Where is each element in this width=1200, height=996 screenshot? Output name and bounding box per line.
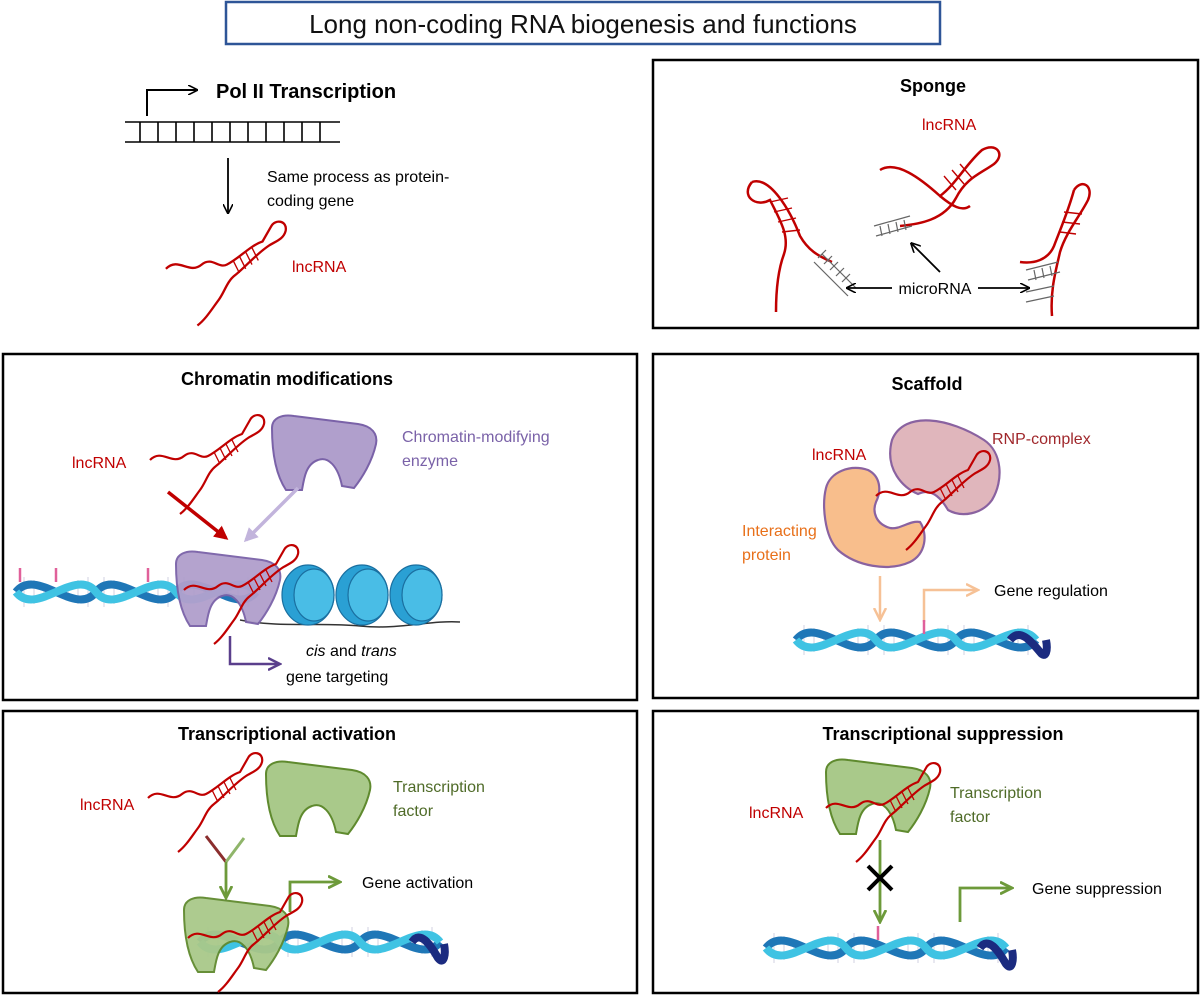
suppression-tf-line1: Transcription	[950, 785, 1042, 802]
scaffold-panel: Scaffold lncRNA RNP-complex Interacting …	[651, 352, 1200, 700]
sponge-box	[651, 58, 1200, 330]
chromatin-panel: Chromatin modifications lncRNA Chromatin…	[1, 352, 639, 702]
scaffold-rna-label: lncRNA	[812, 447, 867, 464]
biogenesis-note-line1: Same process as protein-	[267, 169, 449, 186]
microrna-ladder-icon	[813, 215, 1061, 303]
lncrna-icon	[164, 220, 287, 327]
scaffold-dna-end-icon	[1006, 631, 1051, 659]
sponge-rna-center-icon	[879, 146, 1001, 228]
suppression-dna-end-icon	[976, 939, 1017, 971]
chromatin-enzyme-arrow-icon	[243, 486, 300, 543]
sponge-rna-right-icon	[1019, 182, 1091, 317]
sponge-rna-label: lncRNA	[922, 117, 977, 134]
suppression-heading: Transcriptional suppression	[822, 724, 1063, 744]
rnp-complex-icon	[889, 419, 1001, 516]
page-title: Long non-coding RNA biogenesis and funct…	[309, 9, 857, 39]
chromatin-cis-trans: cis and trans	[306, 643, 397, 660]
activation-tf-line1: Transcription	[393, 779, 485, 796]
interacting-protein-icon	[823, 466, 926, 568]
sponge-rna-left-icon	[746, 180, 833, 313]
suppression-tf-line2: factor	[950, 809, 991, 826]
block-cross-icon	[866, 864, 894, 892]
sponge-microrna-label: microRNA	[899, 281, 972, 298]
activation-heading: Transcriptional activation	[178, 724, 396, 744]
chromatin-heading: Chromatin modifications	[181, 369, 393, 389]
biogenesis-panel: Pol II Transcription Same process as pro…	[125, 81, 449, 327]
sponge-panel: Sponge lncRNA	[651, 58, 1200, 330]
scaffold-heading: Scaffold	[891, 374, 962, 394]
activation-gene-label: Gene activation	[362, 875, 473, 892]
chromatin-rna-arrow-icon	[166, 490, 229, 540]
scaffold-interacting-line2: protein	[742, 547, 791, 564]
activation-panel: Transcriptional activation lncRNA Transc…	[1, 709, 639, 995]
activation-dna-end-icon	[408, 933, 449, 965]
scaffold-interacting-line1: Interacting	[742, 523, 817, 540]
scaffold-regulation-label: Gene regulation	[994, 583, 1108, 600]
activation-tf-line2: factor	[393, 803, 434, 820]
biogenesis-heading: Pol II Transcription	[216, 81, 396, 103]
chromatin-enzyme-line1: Chromatin-modifying	[402, 429, 550, 446]
chromatin-rna-label: lncRNA	[72, 455, 127, 472]
chromatin-targeting-label: gene targeting	[286, 669, 388, 686]
scaffold-rnp-label: RNP-complex	[992, 431, 1091, 448]
microrna-arrow-up-icon	[912, 244, 941, 273]
tss-arrow-icon	[146, 90, 196, 116]
activation-box	[1, 709, 639, 995]
suppression-gene-label: Gene suppression	[1032, 881, 1162, 898]
histone-mark-icon	[18, 568, 150, 582]
biogenesis-rna-label: lncRNA	[292, 259, 347, 276]
scaffold-regulation-arrow-icon	[922, 590, 976, 622]
chromatin-targeting-arrow-icon	[228, 636, 278, 664]
chromatin-enzyme-line2: enzyme	[402, 453, 458, 470]
dna-ladder-icon	[125, 121, 340, 143]
suppression-panel: Transcriptional suppression lncRNA Trans…	[651, 709, 1200, 995]
nucleosome-icon	[239, 564, 461, 628]
chromatin-box	[1, 352, 639, 702]
activation-rna-label: lncRNA	[80, 797, 135, 814]
sponge-heading: Sponge	[900, 76, 966, 96]
suppression-gene-arrow-icon	[958, 888, 1010, 922]
suppression-rna-label: lncRNA	[749, 805, 804, 822]
biogenesis-note-line2: coding gene	[267, 193, 354, 210]
activation-gene-arrow-icon	[288, 882, 338, 912]
title-box	[224, 0, 942, 46]
activation-y-linker-icon	[204, 835, 246, 863]
